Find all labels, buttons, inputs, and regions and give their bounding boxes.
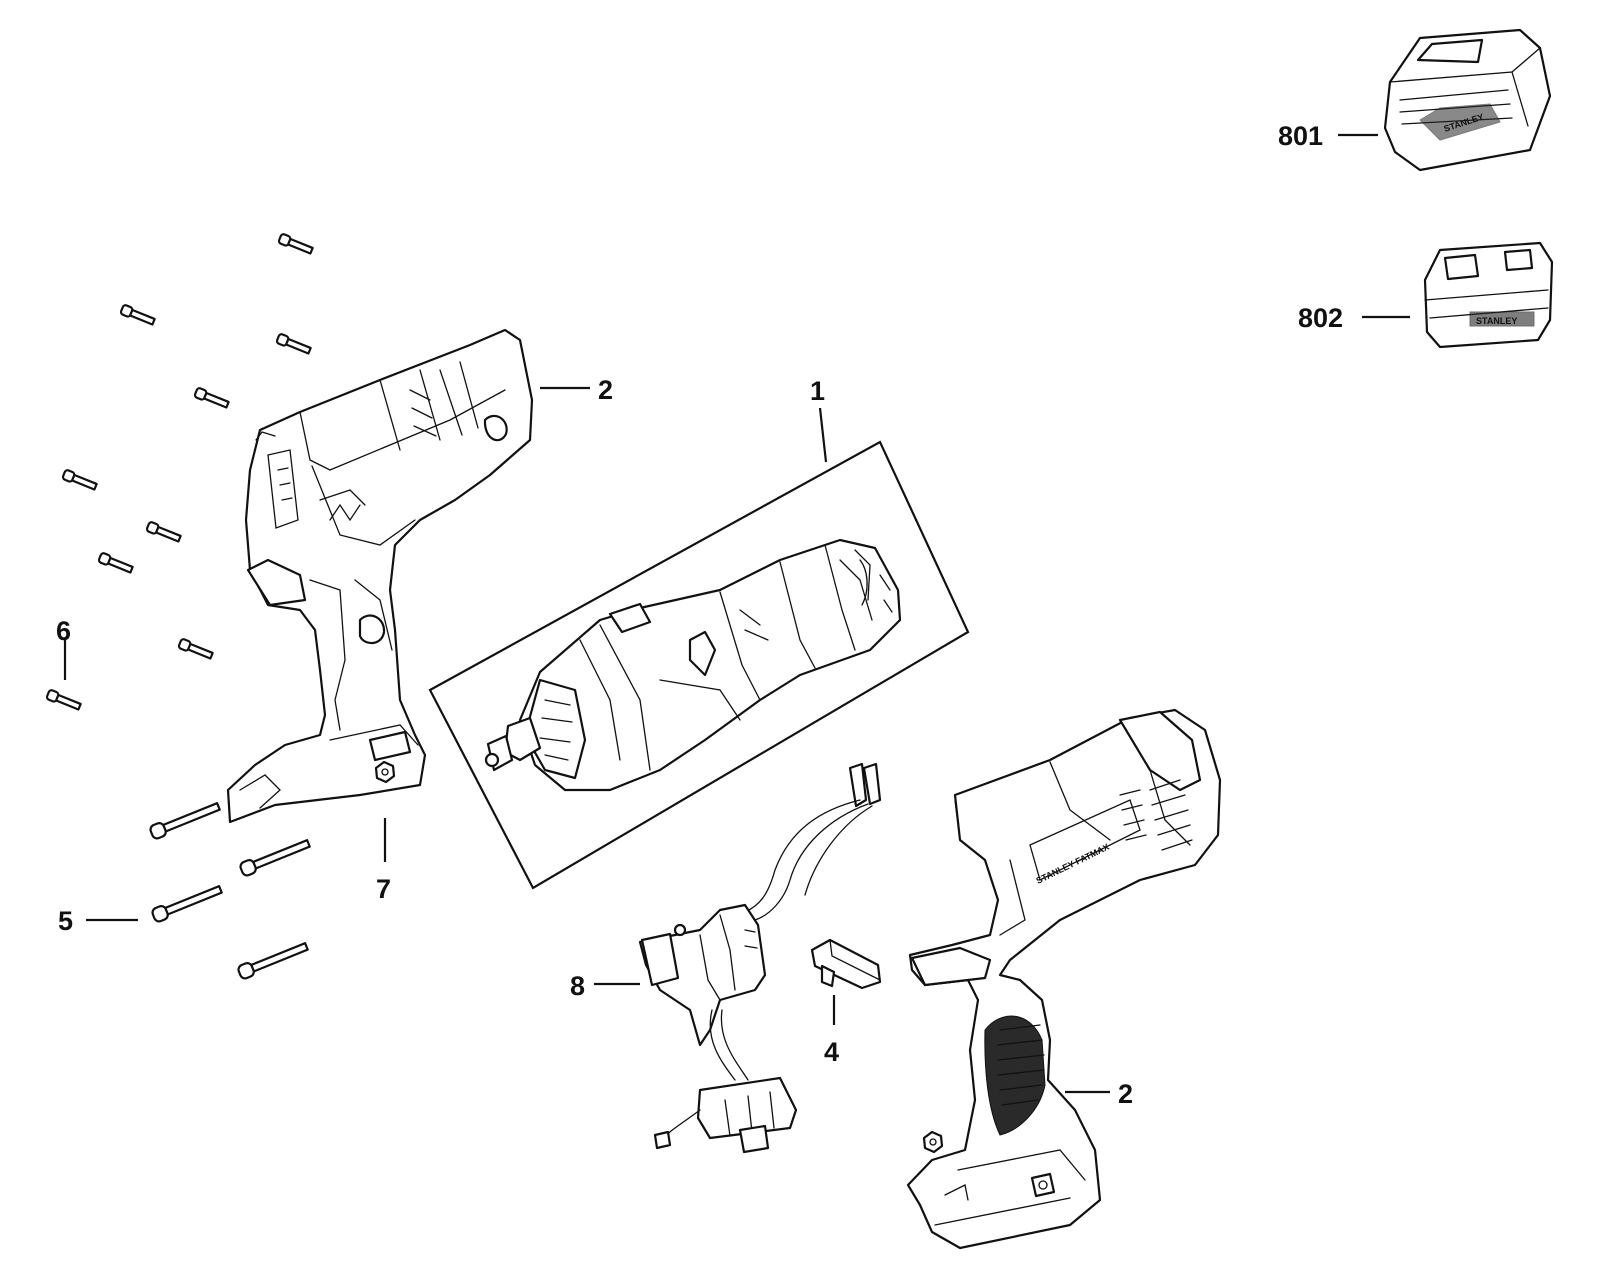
screw — [45, 689, 82, 711]
nut — [922, 1130, 944, 1154]
screw — [149, 802, 221, 840]
callout-1: 1 — [810, 376, 825, 406]
motor-assembly-1 — [428, 440, 970, 890]
callout-802: 802 — [1298, 303, 1343, 333]
battery-802: STANLEY — [1423, 241, 1554, 349]
housing-half-right: STANLEY FATMAX — [906, 708, 1222, 1250]
screw — [145, 521, 182, 543]
screw — [275, 333, 312, 355]
nut-7 — [374, 760, 396, 784]
charger-801: STANLEY — [1383, 28, 1552, 172]
screw — [119, 304, 156, 326]
screw — [277, 233, 314, 255]
screw-group-6 — [45, 233, 314, 711]
callout-4: 4 — [824, 1037, 839, 1067]
screw-group-5 — [149, 802, 311, 980]
clip-4 — [810, 938, 882, 990]
screw — [239, 839, 311, 877]
callout-7: 7 — [376, 874, 391, 904]
screw — [237, 942, 309, 980]
svg-text:STANLEY: STANLEY — [1476, 316, 1517, 326]
screw — [61, 469, 98, 491]
assembly-box — [428, 440, 970, 890]
callout-6: 6 — [56, 616, 71, 646]
screw — [193, 387, 230, 409]
housing-half-left — [226, 328, 534, 824]
callout-2-top: 2 — [598, 375, 613, 405]
motor-gearbox — [484, 538, 902, 792]
callout-801: 801 — [1278, 121, 1323, 151]
switch-assembly-8 — [638, 762, 882, 1154]
leader-1 — [818, 407, 828, 463]
screw — [97, 552, 134, 574]
callout-8: 8 — [570, 971, 585, 1001]
screw — [151, 885, 223, 923]
callout-2-bottom: 2 — [1118, 1079, 1133, 1109]
screw — [177, 638, 214, 660]
callout-5: 5 — [58, 906, 73, 936]
